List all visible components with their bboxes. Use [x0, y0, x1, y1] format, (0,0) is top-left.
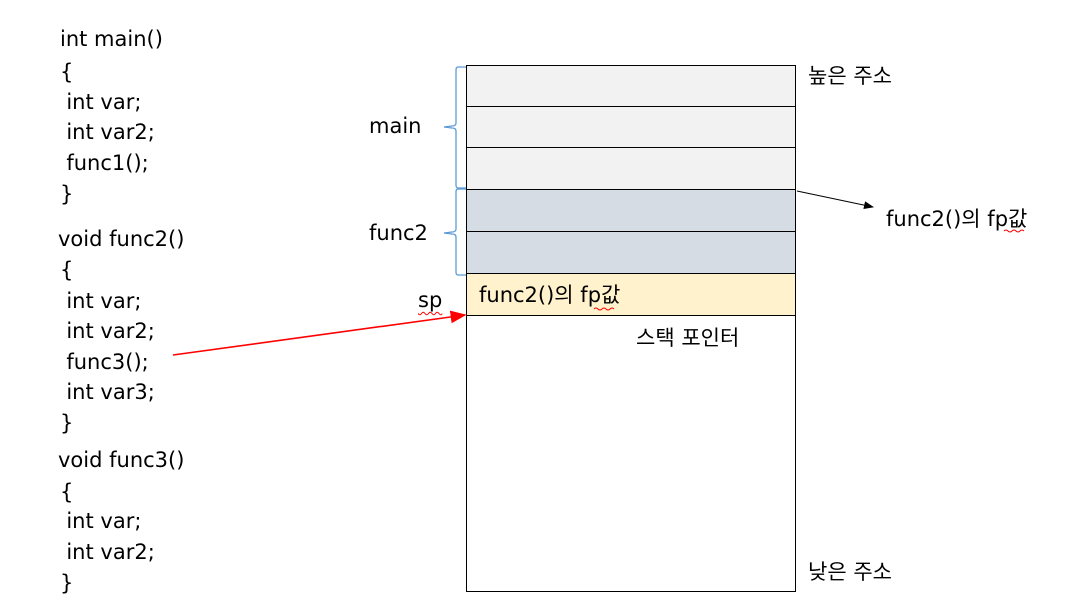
func2-frame-brace [443, 188, 466, 276]
high-address-label: 높은 주소 [808, 64, 892, 88]
code-line: } [60, 411, 74, 435]
call-arrow [172, 310, 467, 356]
code-line: func1(); [53, 151, 149, 175]
func2-frame-label: func2 [369, 221, 428, 245]
stack-free-area [466, 315, 796, 592]
code-line: { [60, 60, 74, 84]
code-line: int var2; [53, 540, 155, 564]
code-line: void func3() [58, 448, 185, 472]
sp-label: sp [418, 288, 443, 312]
stack-slot-main-3 [466, 147, 796, 190]
low-address-label: 낮은 주소 [808, 560, 892, 584]
spell-underline-fp-cell [593, 307, 615, 311]
code-line: int var; [53, 90, 142, 114]
stack-slot-func2-1 [466, 189, 796, 232]
code-line: } [60, 571, 74, 595]
main-frame-label: main [369, 114, 422, 138]
code-line: { [60, 258, 74, 282]
code-line: int var2; [53, 319, 155, 343]
stack-slot-func2-2 [466, 231, 796, 274]
fp-value-cell-label: func2()의 fp값 [479, 283, 621, 307]
code-line: { [60, 480, 74, 504]
stack-diagram: func2()의 fp값 [466, 65, 796, 592]
main-frame-brace [443, 66, 466, 189]
code-line: } [60, 182, 74, 206]
spell-underline-fp-right [1003, 229, 1025, 233]
code-line: int var; [53, 509, 142, 533]
code-line: func3(); [53, 350, 149, 374]
code-line: int var3; [53, 380, 155, 404]
stack-pointer-label: 스택 포인터 [636, 326, 740, 350]
stack-slot-main-1 [466, 65, 796, 107]
code-line: int main() [60, 27, 163, 51]
code-line: void func2() [58, 227, 185, 251]
fp-value-annotation: func2()의 fp값 [886, 207, 1028, 231]
stack-slot-fp: func2()의 fp값 [466, 273, 796, 316]
code-line: int var2; [53, 120, 155, 144]
fp-pointer-arrow [796, 190, 874, 210]
code-line: int var; [53, 289, 142, 313]
